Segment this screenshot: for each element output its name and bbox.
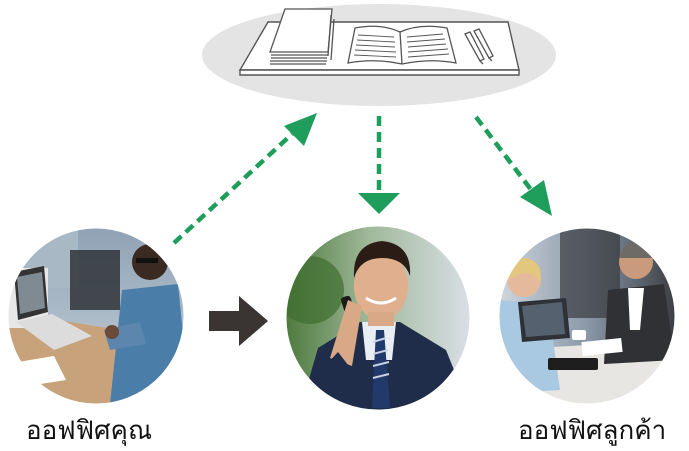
pen-icon	[464, 28, 494, 65]
client-office-label: ออฟฟิศลูกค้า	[518, 416, 667, 446]
download-arrow-right	[474, 115, 552, 216]
open-book-icon	[347, 25, 457, 65]
upload-arrow	[172, 113, 317, 245]
person-on-video-call-photo	[8, 228, 184, 404]
client-meeting-photo	[499, 228, 675, 404]
your-office-label: ออฟฟิศคุณ	[26, 416, 153, 446]
shared-workspace-cloud	[202, 4, 556, 106]
download-arrow-center	[358, 116, 400, 214]
document-stack-icon	[269, 8, 335, 65]
forward-arrow	[209, 296, 268, 346]
businessman-on-phone-photo	[286, 226, 470, 410]
